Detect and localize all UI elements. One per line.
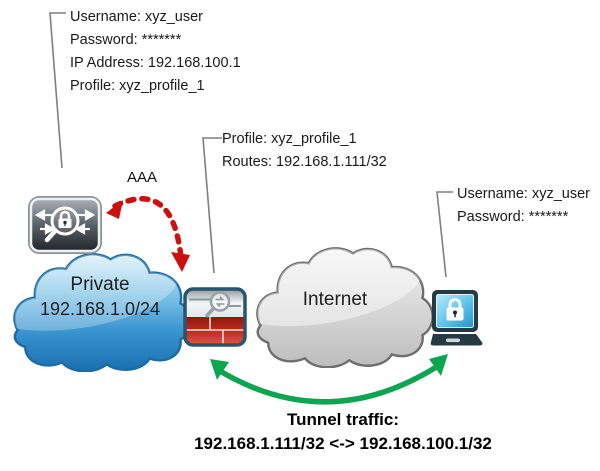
aaa-server-icon bbox=[28, 196, 102, 254]
tunnel-caption-route: 192.168.1.111/32 <-> 192.168.100.1/32 bbox=[194, 434, 492, 453]
aaa-protocol-label: AAA bbox=[126, 169, 157, 186]
callout-line: Password: ******* bbox=[70, 32, 182, 48]
callout-line: Profile: xyz_profile_1 bbox=[70, 78, 205, 94]
callout-line: Routes: 192.168.1.111/32 bbox=[222, 154, 387, 170]
tunnel-caption-title: Tunnel traffic: bbox=[286, 410, 400, 429]
aaa-dashed-arrow-icon bbox=[106, 196, 190, 272]
callout-line-vpn-profile bbox=[202, 137, 222, 274]
brick-lines bbox=[186, 317, 244, 344]
callout-client-login: Username: xyz_user Password: ******* bbox=[457, 183, 590, 229]
aaa-arrowhead-right bbox=[171, 252, 190, 272]
private-cloud-name: Private bbox=[70, 274, 130, 295]
laptop-trackpad bbox=[446, 338, 460, 343]
icon-outer-border bbox=[28, 196, 102, 254]
private-cloud-icon bbox=[13, 253, 192, 372]
callout-line: Password: ******* bbox=[457, 209, 569, 225]
tunnel-caption: Tunnel traffic: 192.168.1.111/32 <-> 192… bbox=[118, 408, 568, 456]
callout-line: Username: xyz_user bbox=[457, 186, 590, 202]
tunnel-arrow-curve bbox=[217, 363, 441, 405]
vpn-client-laptop-icon bbox=[430, 290, 483, 346]
internet-cloud-name: Internet bbox=[302, 289, 368, 310]
aaa-arrowhead-left bbox=[106, 200, 123, 219]
exchange-arrows-icon bbox=[34, 209, 96, 235]
magnifier-lock-icon bbox=[44, 206, 80, 243]
callout-aaa-user-record: Username: xyz_user Password: ******* IP … bbox=[70, 6, 241, 98]
callout-line: Profile: xyz_profile_1 bbox=[222, 131, 357, 147]
callout-vpn-profile: Profile: xyz_profile_1 Routes: 192.168.1… bbox=[222, 128, 387, 174]
aaa-arrow-curve bbox=[112, 196, 184, 261]
lock-icon bbox=[446, 298, 464, 321]
tunnel-arrowhead-right bbox=[429, 354, 448, 376]
callout-line: IP Address: 192.168.100.1 bbox=[70, 55, 241, 71]
firewall-icon bbox=[183, 287, 247, 347]
firewall-border bbox=[183, 287, 247, 347]
private-cloud-subnet: 192.168.1.0/24 bbox=[39, 299, 161, 319]
inspect-magnifier-icon bbox=[189, 291, 241, 318]
tunnel-arrowhead-left bbox=[210, 359, 229, 380]
callout-line-client-login bbox=[436, 191, 453, 278]
callout-line-aaa-user bbox=[49, 12, 66, 169]
callout-line: Username: xyz_user bbox=[70, 9, 203, 25]
internet-cloud-icon bbox=[256, 247, 434, 368]
tunnel-traffic-arrow-icon bbox=[210, 354, 448, 405]
firewall-brick-half bbox=[185, 317, 245, 345]
